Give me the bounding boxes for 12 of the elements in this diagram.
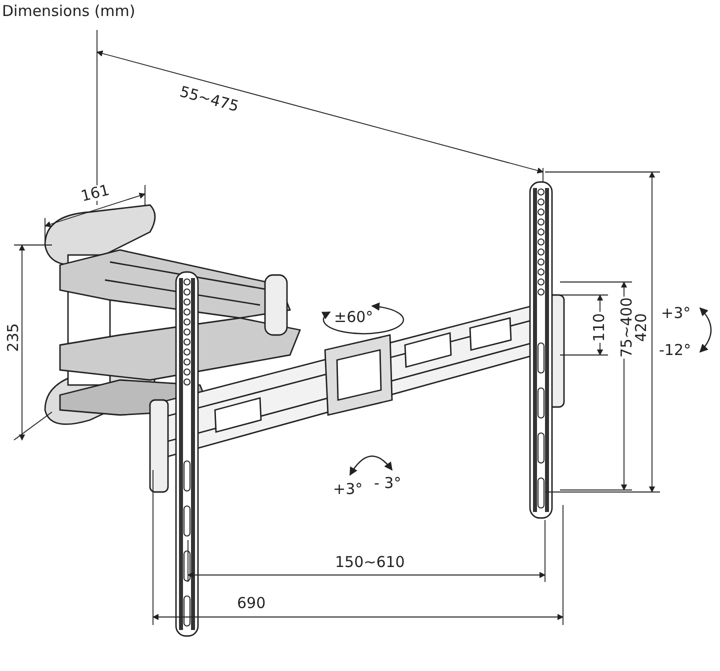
dimension-label: 110 [592,312,607,343]
diagram-title: Dimensions (mm) [2,2,136,20]
dimension-label: 235 [6,322,21,353]
angle-label: +3° [332,482,364,497]
dimension-label: 690 [236,596,267,611]
angle-label: ±60° [333,310,374,325]
dimension-label: 75~400 [620,296,635,359]
dimension-label: 420 [634,312,649,343]
angle-label: +3° [660,306,692,321]
angle-label: -12° [658,343,692,358]
angle-label: - 3° [373,476,402,491]
dimension-label: 150~610 [334,555,406,570]
